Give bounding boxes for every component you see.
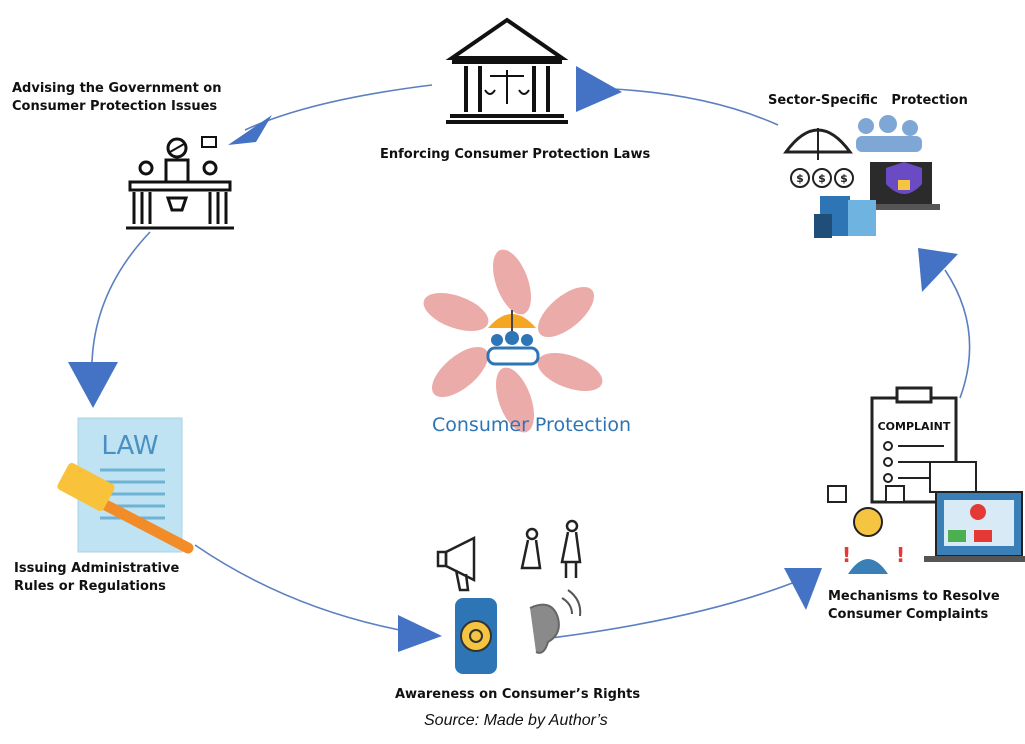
- arrowhead-to-mechanisms: [784, 568, 822, 610]
- umbrella-people-icon: [423, 249, 603, 433]
- node-label-advising-line-2: Consumer Protection Issues: [12, 99, 218, 114]
- connector-mechanisms-to-sector: [944, 269, 971, 399]
- svg-text:!: !: [842, 543, 851, 567]
- arrowhead-to-advising: [228, 115, 272, 145]
- node-label-enforcing: Enforcing Consumer Protection Laws: [380, 147, 651, 162]
- svg-text:!: !: [896, 543, 905, 567]
- megaphone-bulb-ear-icon: [436, 519, 582, 674]
- umbrella-money-lock-icon: $ $ $: [783, 115, 940, 238]
- courthouse-scales-icon: [445, 17, 569, 124]
- government-hearing-icon: [126, 136, 234, 230]
- arrowhead-to-enforcing: [576, 66, 622, 112]
- node-label-issuing-line-2: Rules or Regulations: [14, 579, 166, 594]
- node-label-sector: Sector-Specific Protection: [768, 93, 968, 108]
- node-label-mechanisms: Mechanisms to Resolve Consumer Complaint…: [828, 588, 1000, 624]
- node-label-advising: Advising the Government on Consumer Prot…: [12, 80, 222, 116]
- law-gavel-icon: LAW: [57, 417, 194, 554]
- node-label-awareness: Awareness on Consumer’s Rights: [395, 687, 641, 702]
- arrowhead-to-sector: [918, 248, 958, 292]
- svg-text:$: $: [840, 172, 848, 185]
- svg-text:COMPLAINT: COMPLAINT: [878, 420, 951, 433]
- arrowhead-to-awareness: [398, 615, 442, 652]
- svg-text:LAW: LAW: [101, 431, 158, 461]
- node-label-mechanisms-line-1: Mechanisms to Resolve: [828, 589, 1000, 604]
- complaint-clipboard-icon: COMPLAINT ! !: [827, 386, 1025, 574]
- source-note: Source: Made by Author’s: [424, 712, 608, 729]
- arrowhead-to-issuing: [68, 362, 118, 408]
- node-label-issuing-line-1: Issuing Administrative: [14, 561, 180, 576]
- svg-text:$: $: [818, 172, 826, 185]
- node-label-mechanisms-line-2: Consumer Complaints: [828, 607, 989, 622]
- connector-issuing-to-awareness: [194, 544, 411, 633]
- svg-text:$: $: [796, 172, 804, 185]
- connector-awareness-to-mechanisms: [534, 579, 801, 641]
- center-label: Consumer Protection: [432, 414, 632, 436]
- node-label-issuing: Issuing Administrative Rules or Regulati…: [14, 560, 179, 596]
- connector-advising-to-issuing: [91, 231, 151, 363]
- node-label-advising-line-1: Advising the Government on: [12, 81, 222, 96]
